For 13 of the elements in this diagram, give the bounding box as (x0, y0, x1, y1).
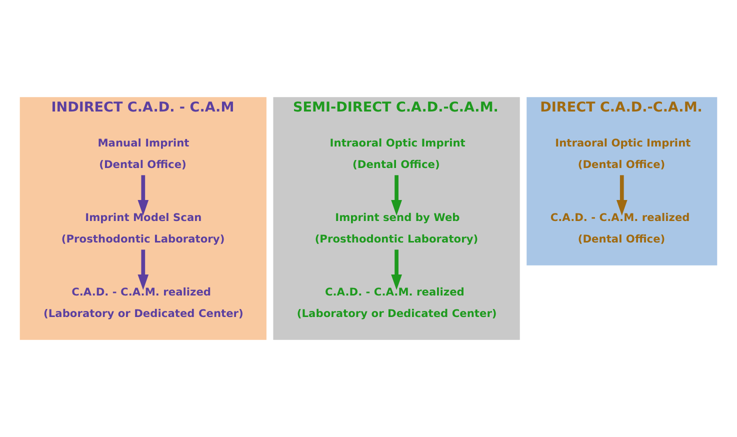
arrow (616, 175, 628, 216)
arrow (138, 250, 149, 290)
node-text: Intraoral Optic Imprint (Dental Office) (330, 136, 466, 172)
node-text: Imprint Model Scan (Prosthodontic Laboratory) (61, 211, 225, 246)
arrow (391, 250, 402, 290)
arrow (138, 175, 149, 216)
node-text: C.A.D. - C.A.M. realized (Laboratory or Dedicated Center) (44, 286, 244, 320)
arrow (391, 175, 402, 216)
node-text: Imprint send by Web (Prosthodontic Laboratory) (314, 211, 478, 246)
node-text: C.A.D. - C.A.M. realized (Laboratory or Dedicated Center) (296, 286, 497, 320)
node-text: Intraoral Optic Imprint (Dental Office) (555, 136, 691, 172)
node-text: C.A.D. - C.A.M. realized (Dental Office) (550, 211, 690, 246)
node-text: Manual Imprint (Dental Office) (98, 136, 190, 172)
